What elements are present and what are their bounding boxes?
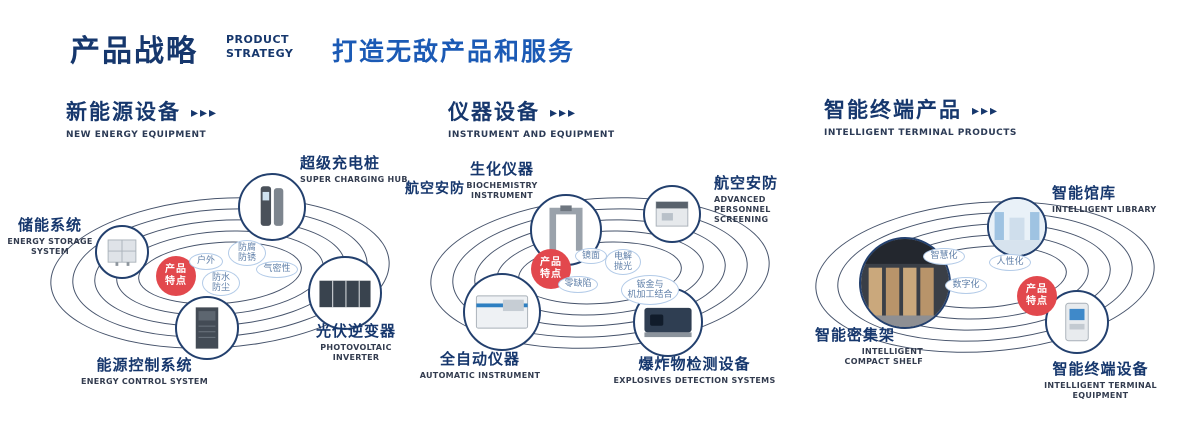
feature-badge-label: 产品 特点 (540, 257, 562, 280)
photovoltaic-inverter-image (319, 280, 371, 308)
label-en: INTELLIGENT LIBRARY (1052, 205, 1157, 214)
feature-bubble-digital: 数字化 (945, 277, 987, 294)
section-header-instrument: 仪器设备 ▸▸▸ INSTRUMENT AND EQUIPMENT (448, 96, 615, 140)
label-en: SUPER CHARGING HUB (300, 175, 408, 184)
label-en: ENERGY STORAGE SYSTEM (7, 237, 93, 256)
label-zh: 航空安防 (714, 174, 779, 192)
label-aviation-security-side: 航空安防 (405, 181, 465, 197)
feature-bubble-sheetmetal: 钣金与 机加工结合 (621, 275, 679, 305)
page-slogan: 打造无敌产品和服务 (332, 37, 576, 66)
page-title: 产品战略 (70, 34, 198, 69)
label-zh: 爆炸物检测设备 (638, 355, 751, 373)
automatic-instrument-photo (463, 273, 541, 351)
feature-bubble-mirror: 镜面 (575, 248, 607, 264)
personnel-screening-image (655, 201, 689, 227)
section-title: 新能源设备 (66, 100, 181, 124)
terminal-equipment-image (1065, 302, 1089, 342)
label-en: EXPLOSIVES DETECTION SYSTEMS (613, 376, 776, 385)
section-title: 智能终端产品 (824, 98, 962, 122)
security-gate-image (549, 205, 583, 251)
personnel-screening-photo (643, 185, 701, 243)
label-zh: 生化仪器 (469, 160, 534, 178)
feature-bubble-electropolish: 电解 抛光 (605, 249, 641, 275)
label-super-charging-hub: 超级充电桩 SUPER CHARGING HUB (300, 152, 440, 185)
intelligent-library-photo (987, 197, 1047, 257)
intelligent-library-image (989, 199, 1045, 255)
arrows-icon: ▸▸▸ (550, 105, 578, 121)
label-en: INTELLIGENT TERMINAL EQUIPMENT (1044, 381, 1157, 400)
section-title: 仪器设备 (448, 100, 540, 124)
label-en: AUTOMATIC INSTRUMENT (419, 371, 541, 380)
super-charging-hub-image (260, 186, 284, 226)
label-en: ADVANCED PERSONNEL SCREENING (714, 195, 771, 224)
label-zh: 储能系统 (17, 216, 82, 234)
label-explosives-detection: 爆炸物检测设备 EXPLOSIVES DETECTION SYSTEMS (612, 353, 777, 386)
feature-bubble-anticorrosion: 防腐 防锈 (228, 240, 266, 266)
feature-bubble-airtight: 气密性 (256, 261, 298, 278)
arrows-icon: ▸▸▸ (191, 105, 219, 121)
label-zh: 智能终端设备 (1052, 360, 1149, 378)
energy-control-photo (175, 296, 239, 360)
label-intelligent-library: 智能馆库 INTELLIGENT LIBRARY (1052, 182, 1172, 215)
label-en: INTELLIGENT COMPACT SHELF (844, 347, 923, 366)
section-title-en: INSTRUMENT AND EQUIPMENT (448, 130, 615, 140)
energy-control-image (195, 307, 219, 349)
label-zh: 智能密集架 (815, 326, 896, 344)
label-zh: 能源控制系统 (96, 356, 193, 374)
label-automatic-instrument: 全自动仪器 AUTOMATIC INSTRUMENT (415, 348, 545, 381)
feature-badge-intelligent: 产品 特点 (1017, 276, 1057, 316)
explosives-detection-image (644, 307, 692, 338)
feature-bubble-outdoor: 户外 (189, 253, 223, 270)
feature-bubble-humanized: 人性化 (989, 254, 1031, 271)
automatic-instrument-image (475, 295, 529, 329)
feature-bubble-zero-defect: 零缺陷 (558, 276, 598, 293)
label-zh: 全自动仪器 (439, 350, 520, 368)
super-charging-hub-photo (238, 173, 306, 241)
section-title-en: INTELLIGENT TERMINAL PRODUCTS (824, 128, 1017, 138)
section-header-new-energy: 新能源设备 ▸▸▸ NEW ENERGY EQUIPMENT (66, 96, 218, 140)
feature-bubble-waterproof: 防水 防尘 (202, 270, 240, 296)
energy-storage-image (107, 239, 137, 266)
photovoltaic-inverter-photo (308, 256, 382, 330)
section-title-en: NEW ENERGY EQUIPMENT (66, 130, 207, 140)
label-biochemistry: 生化仪器 BIOCHEMISTRY INSTRUMENT (452, 158, 552, 201)
feature-bubble-smart: 智慧化 (923, 248, 965, 265)
label-en: BIOCHEMISTRY INSTRUMENT (466, 181, 538, 200)
label-en: ENERGY CONTROL SYSTEM (81, 377, 208, 386)
feature-badge-label: 产品 特点 (165, 264, 187, 287)
label-zh: 智能馆库 (1052, 184, 1117, 202)
label-zh: 光伏逆变器 (315, 322, 396, 340)
label-energy-storage: 储能系统 ENERGY STORAGE SYSTEM (4, 214, 96, 257)
energy-storage-photo (95, 225, 149, 279)
feature-badge-label: 产品 特点 (1026, 284, 1048, 307)
label-personnel-screening: 航空安防 ADVANCED PERSONNEL SCREENING (714, 172, 824, 225)
label-energy-control: 能源控制系统 ENERGY CONTROL SYSTEM (72, 354, 217, 387)
label-photovoltaic-inverter: 光伏逆变器 PHOTOVOLTAIC INVERTER (296, 320, 416, 363)
label-terminal-equipment: 智能终端设备 INTELLIGENT TERMINAL EQUIPMENT (1018, 358, 1183, 401)
label-en: PHOTOVOLTAIC INVERTER (320, 343, 392, 362)
page-title-en: PRODUCT STRATEGY (226, 33, 294, 60)
label-zh: 超级充电桩 (300, 154, 381, 172)
arrows-icon: ▸▸▸ (972, 103, 1000, 119)
section-header-intelligent: 智能终端产品 ▸▸▸ INTELLIGENT TERMINAL PRODUCTS (824, 94, 1017, 138)
label-compact-shelf: 智能密集架 INTELLIGENT COMPACT SHELF (815, 324, 923, 367)
